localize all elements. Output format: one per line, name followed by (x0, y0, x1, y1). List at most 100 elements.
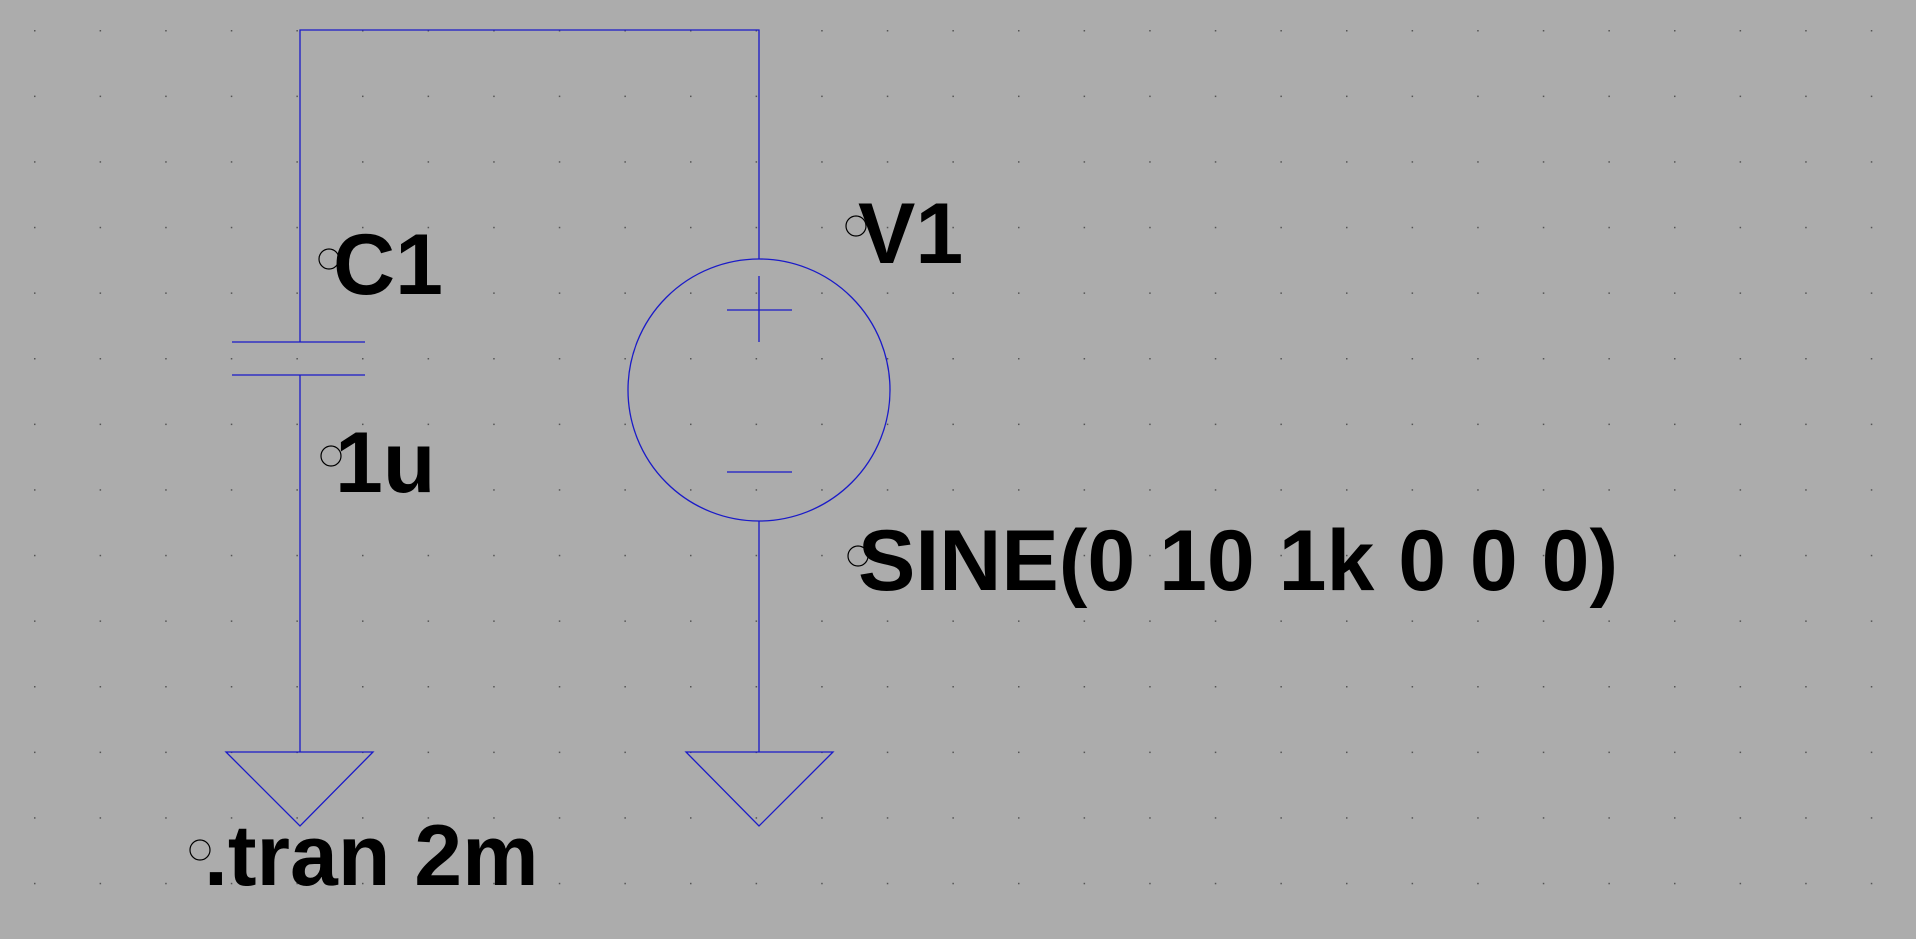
grid-dot (1149, 95, 1151, 98)
grid-dot (1214, 292, 1217, 294)
grid-dot (755, 292, 758, 294)
grid-dot (493, 882, 495, 885)
grid-dot (690, 358, 692, 360)
grid-dot (624, 226, 626, 229)
grid-dot (1411, 882, 1414, 885)
grid-dot (755, 161, 758, 163)
grid-dot (1149, 554, 1151, 557)
grid-dot (886, 817, 889, 819)
grid-dot (886, 686, 889, 688)
c1-value-anchor[interactable] (320, 445, 342, 467)
v1-value-anchor[interactable] (847, 545, 869, 567)
grid-dot (821, 620, 823, 622)
grid-dot (1149, 226, 1151, 229)
grid-dot (1870, 292, 1873, 294)
grid-dot (1674, 30, 1676, 32)
capacitor-c1[interactable] (232, 320, 365, 376)
grid-dot (1739, 817, 1742, 819)
grid-dot (1739, 751, 1742, 754)
grid-dot (230, 226, 233, 229)
grid-dot (1280, 358, 1282, 360)
grid-dot (1149, 358, 1151, 360)
grid-dot (558, 358, 561, 360)
grid-dot (1411, 817, 1414, 819)
grid-dot (624, 358, 626, 360)
grid-dot (230, 554, 233, 557)
grid-dot (1214, 751, 1217, 754)
grid-dot (99, 751, 102, 754)
grid-dot (296, 292, 298, 294)
grid-dot (427, 226, 430, 229)
grid-dot (690, 620, 692, 622)
grid-dot (821, 882, 823, 885)
grid-dot (1870, 95, 1873, 98)
grid-dot (821, 358, 823, 360)
grid-dot (165, 882, 167, 885)
grid-dot (1018, 161, 1020, 163)
grid-dot (427, 30, 430, 32)
grid-dot (362, 358, 364, 360)
ground-symbol-right[interactable] (684, 751, 835, 827)
ground-symbol-left[interactable] (224, 751, 375, 827)
c1-value-label[interactable]: 1u (335, 415, 435, 511)
grid-dot (1805, 161, 1807, 163)
grid-dot (427, 620, 430, 622)
grid-dot (1477, 423, 1479, 426)
grid-dot (1542, 423, 1545, 426)
grid-dot (1083, 30, 1086, 32)
grid-dot (165, 30, 167, 32)
grid-dot (1542, 358, 1545, 360)
grid-dot (1083, 554, 1086, 557)
grid-dot (1214, 95, 1217, 98)
grid-dot (952, 686, 954, 688)
grid-dot (296, 882, 298, 885)
grid-dot (886, 620, 889, 622)
grid-dot (1477, 751, 1479, 754)
grid-dot (362, 30, 364, 32)
grid-dot (230, 686, 233, 688)
grid-dot (493, 817, 495, 819)
grid-dot (362, 882, 364, 885)
grid-dot (1018, 751, 1020, 754)
v1-refdes-label[interactable]: V1 (858, 186, 963, 282)
grid-dot (230, 620, 233, 622)
directive-anchor[interactable] (189, 839, 211, 861)
grid-dot (362, 554, 364, 557)
grid-dot (1280, 423, 1282, 426)
tran-directive-label[interactable]: .tran 2m (204, 808, 539, 904)
grid-dot (886, 489, 889, 491)
grid-dot (1280, 751, 1282, 754)
v1-refdes-anchor[interactable] (845, 215, 867, 237)
grid-dot (1805, 30, 1807, 32)
grid-dot (34, 423, 36, 426)
grid-dot (230, 95, 233, 98)
v1-value-label[interactable]: SINE(0 10 1k 0 0 0) (858, 513, 1618, 609)
grid-dot (1149, 30, 1151, 32)
grid-dot (1018, 30, 1020, 32)
grid-dot (1870, 817, 1873, 819)
grid-dot (1608, 292, 1610, 294)
grid-dot (1280, 817, 1282, 819)
grid-dot (1805, 686, 1807, 688)
grid-dot (99, 95, 102, 98)
grid-dot (493, 489, 495, 491)
grid-dot (755, 489, 758, 491)
grid-dot (427, 751, 430, 754)
c1-refdes-label[interactable]: C1 (333, 217, 443, 313)
grid-dot (1346, 161, 1348, 163)
grid-dot (427, 489, 430, 491)
grid-dot (690, 423, 692, 426)
c1-refdes-anchor[interactable] (318, 248, 340, 270)
grid-dot (362, 423, 364, 426)
top-wire[interactable] (299, 29, 760, 320)
grid-dot (1477, 30, 1479, 32)
grid-dot (165, 423, 167, 426)
grid-dot (755, 95, 758, 98)
voltage-source-v1[interactable] (627, 258, 891, 522)
grid-dot (624, 161, 626, 163)
grid-dot (952, 817, 954, 819)
grid-dot (1280, 686, 1282, 688)
grid-dot (99, 882, 102, 885)
